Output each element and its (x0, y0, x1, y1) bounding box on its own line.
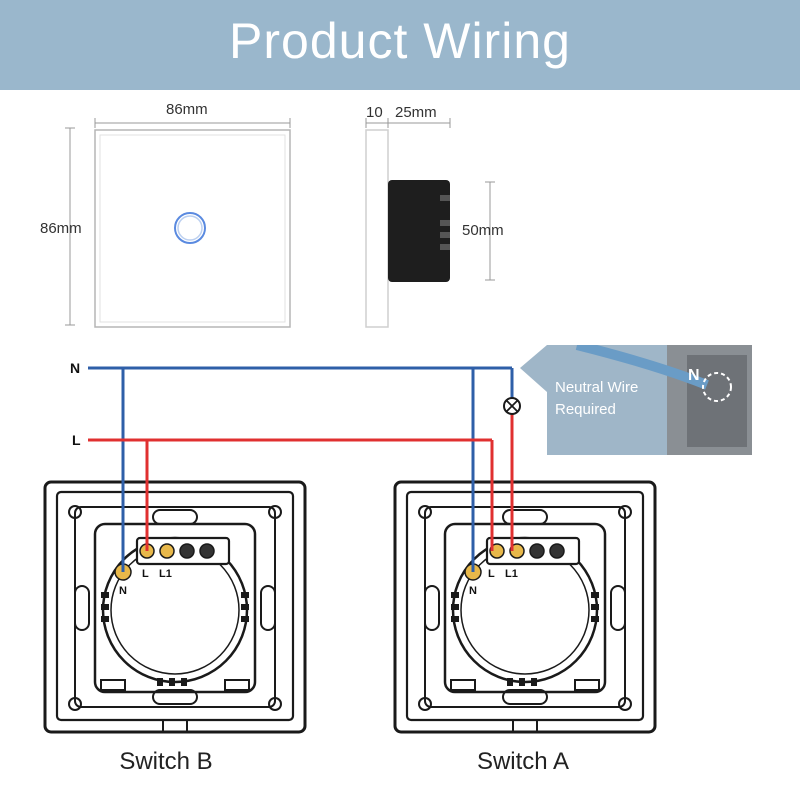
front-view (65, 118, 291, 328)
title-banner: Product Wiring (0, 0, 800, 90)
front-height-label: 86mm (40, 220, 82, 237)
live-wire-label: L (72, 432, 81, 448)
switch-a-caption: Switch A (476, 748, 570, 775)
switch-b-caption: Switch B (119, 748, 213, 775)
switch-a-terminal-l: L (488, 568, 495, 580)
page-title: Product Wiring (229, 13, 571, 69)
neutral-wire (88, 366, 514, 572)
switch-b-terminal-l1: L1 (159, 568, 172, 580)
side-depth-label: 25mm (395, 104, 437, 121)
callout-neutral-marker: N (688, 367, 700, 384)
switch-a-back (393, 480, 657, 734)
live-wire (88, 414, 514, 551)
callout-line-2: Required (555, 401, 616, 418)
switch-b-terminal-n: N (119, 585, 127, 597)
neutral-wire-callout: Neutral Wire Required N (547, 345, 752, 455)
side-box-label: 50mm (462, 222, 504, 239)
switch-b-back (43, 480, 307, 734)
switch-b-terminal-l: L (142, 568, 149, 580)
side-plate-label: 10 (366, 104, 383, 121)
touch-button-icon (174, 212, 206, 244)
lamp-icon (503, 397, 521, 415)
callout-line-1: Neutral Wire (555, 379, 639, 396)
switch-a-terminal-n: N (469, 585, 477, 597)
side-view (365, 118, 495, 328)
switch-a-terminal-l1: L1 (505, 568, 518, 580)
neutral-wire-label: N (70, 360, 81, 376)
front-width-label: 86mm (166, 101, 208, 118)
